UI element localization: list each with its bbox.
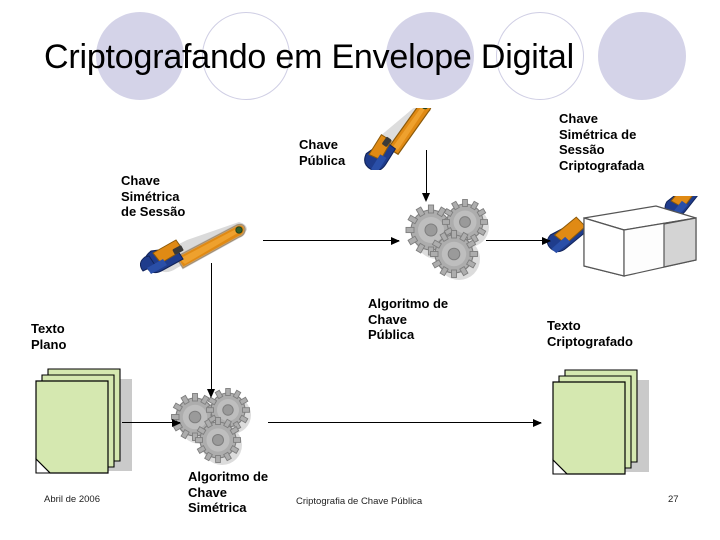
decorative-circle-2 bbox=[202, 12, 290, 100]
box-icon-digital-envelope bbox=[546, 196, 706, 282]
documents-icon-encrypted-text bbox=[543, 366, 663, 476]
arrow-public-algorithm-to-encrypted-session-key bbox=[486, 236, 551, 245]
footer-subject: Criptografia de Chave Pública bbox=[296, 496, 423, 507]
label-chave-simetrica-sessao-criptografada: Chave Simétrica de Sessão Criptografada bbox=[559, 111, 645, 173]
arrow-plain-text-to-symmetric-algorithm bbox=[122, 418, 181, 427]
arrow-public-key-to-public-algorithm bbox=[422, 150, 430, 202]
decorative-circle-5 bbox=[598, 12, 686, 100]
label-texto-criptografado: Texto Criptografado bbox=[547, 318, 633, 349]
wrench-icon-session-key bbox=[140, 219, 250, 281]
gears-icon-symmetric-algorithm bbox=[170, 386, 266, 472]
label-chave-simetrica-de-sessao: Chave Simétrica de Sessão bbox=[121, 173, 186, 219]
slide-title: Criptografando em Envelope Digital bbox=[44, 38, 574, 76]
decorative-circle-1 bbox=[96, 12, 184, 100]
documents-icon-plain-text bbox=[26, 365, 146, 475]
arrow-symmetric-algorithm-to-encrypted-text bbox=[268, 418, 542, 427]
label-chave-publica: Chave Pública bbox=[299, 137, 346, 168]
label-algoritmo-de-chave-simetrica: Algoritmo de Chave Simétrica bbox=[188, 469, 269, 515]
arrow-session-key-to-public-algorithm bbox=[263, 236, 400, 245]
label-algoritmo-de-chave-publica: Algoritmo de Chave Pública bbox=[368, 296, 449, 342]
wrench-icon-public-key bbox=[358, 108, 454, 170]
decorative-circle-4 bbox=[496, 12, 584, 100]
footer-page-number: 27 bbox=[668, 494, 679, 505]
gears-icon-public-algorithm bbox=[403, 196, 503, 288]
arrow-session-key-to-symmetric-algorithm bbox=[207, 263, 215, 398]
footer-date: Abril de 2006 bbox=[44, 494, 100, 505]
label-texto-plano: Texto Plano bbox=[31, 321, 67, 352]
decorative-circle-3 bbox=[386, 12, 474, 100]
